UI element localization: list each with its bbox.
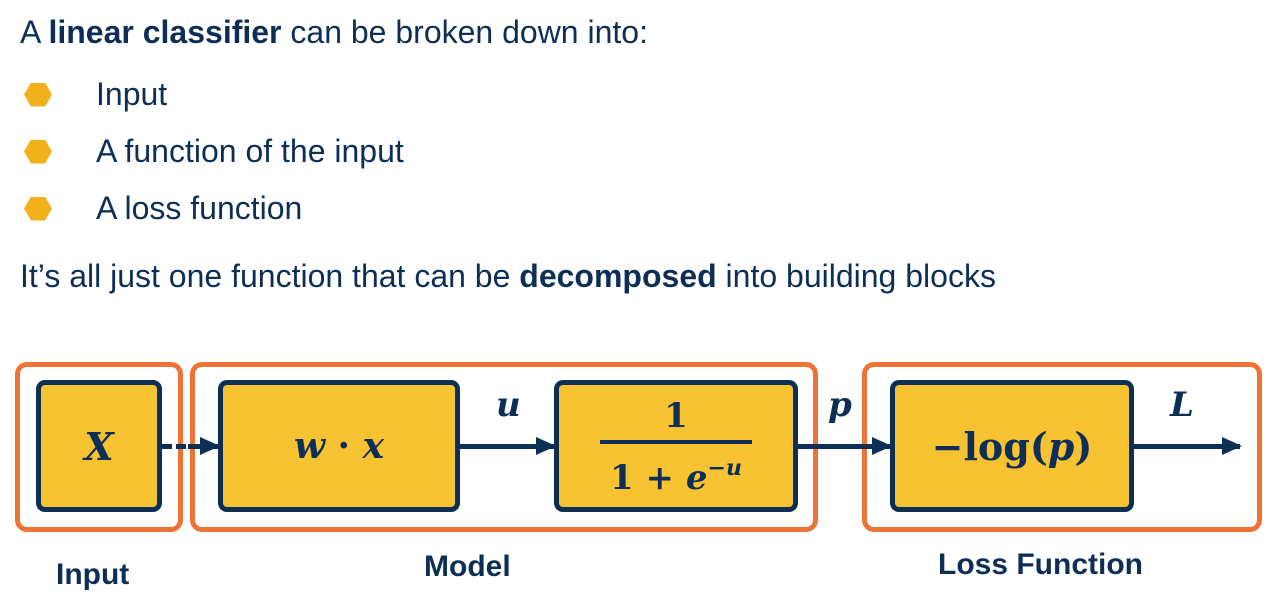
- edge-label-p: p: [828, 385, 852, 425]
- sigmoid-fraction: 1 1 + e−u: [600, 394, 752, 498]
- hexagon-bullet-icon: [24, 139, 52, 164]
- sigmoid-block: 1 1 + e−u: [554, 380, 798, 512]
- input-arrow-dash: [162, 444, 172, 449]
- group-label-loss: Loss Function: [938, 548, 1143, 581]
- hexagon-bullet-icon: [24, 196, 52, 221]
- group-label-input: Input: [56, 558, 130, 591]
- edge-label-L: L: [1170, 385, 1194, 425]
- edge-label-u: u: [496, 385, 521, 425]
- loss-block: −log(p): [890, 380, 1134, 512]
- p-arrow: [798, 437, 892, 455]
- intro-text: A linear classifier can be broken down i…: [20, 14, 648, 50]
- group-label-model: Model: [424, 550, 511, 583]
- intro-bold-term: linear classifier: [48, 14, 282, 50]
- input-arrow-dash: [176, 444, 186, 449]
- list-item: A function of the input: [20, 123, 404, 180]
- loss-output-arrow: [1134, 437, 1242, 455]
- linear-block: w · x: [218, 380, 460, 512]
- summary-bold-term: decomposed: [519, 258, 717, 294]
- fraction-bar: [600, 440, 752, 444]
- u-arrow: [460, 437, 556, 455]
- list-item: A loss function: [20, 180, 404, 237]
- input-block: X: [36, 380, 162, 512]
- hexagon-bullet-icon: [24, 82, 52, 107]
- list-item: Input: [20, 66, 404, 123]
- bullet-list: Input A function of the input A loss fun…: [20, 66, 404, 237]
- summary-text: It’s all just one function that can be d…: [20, 258, 996, 294]
- input-to-linear-arrow: [188, 437, 220, 455]
